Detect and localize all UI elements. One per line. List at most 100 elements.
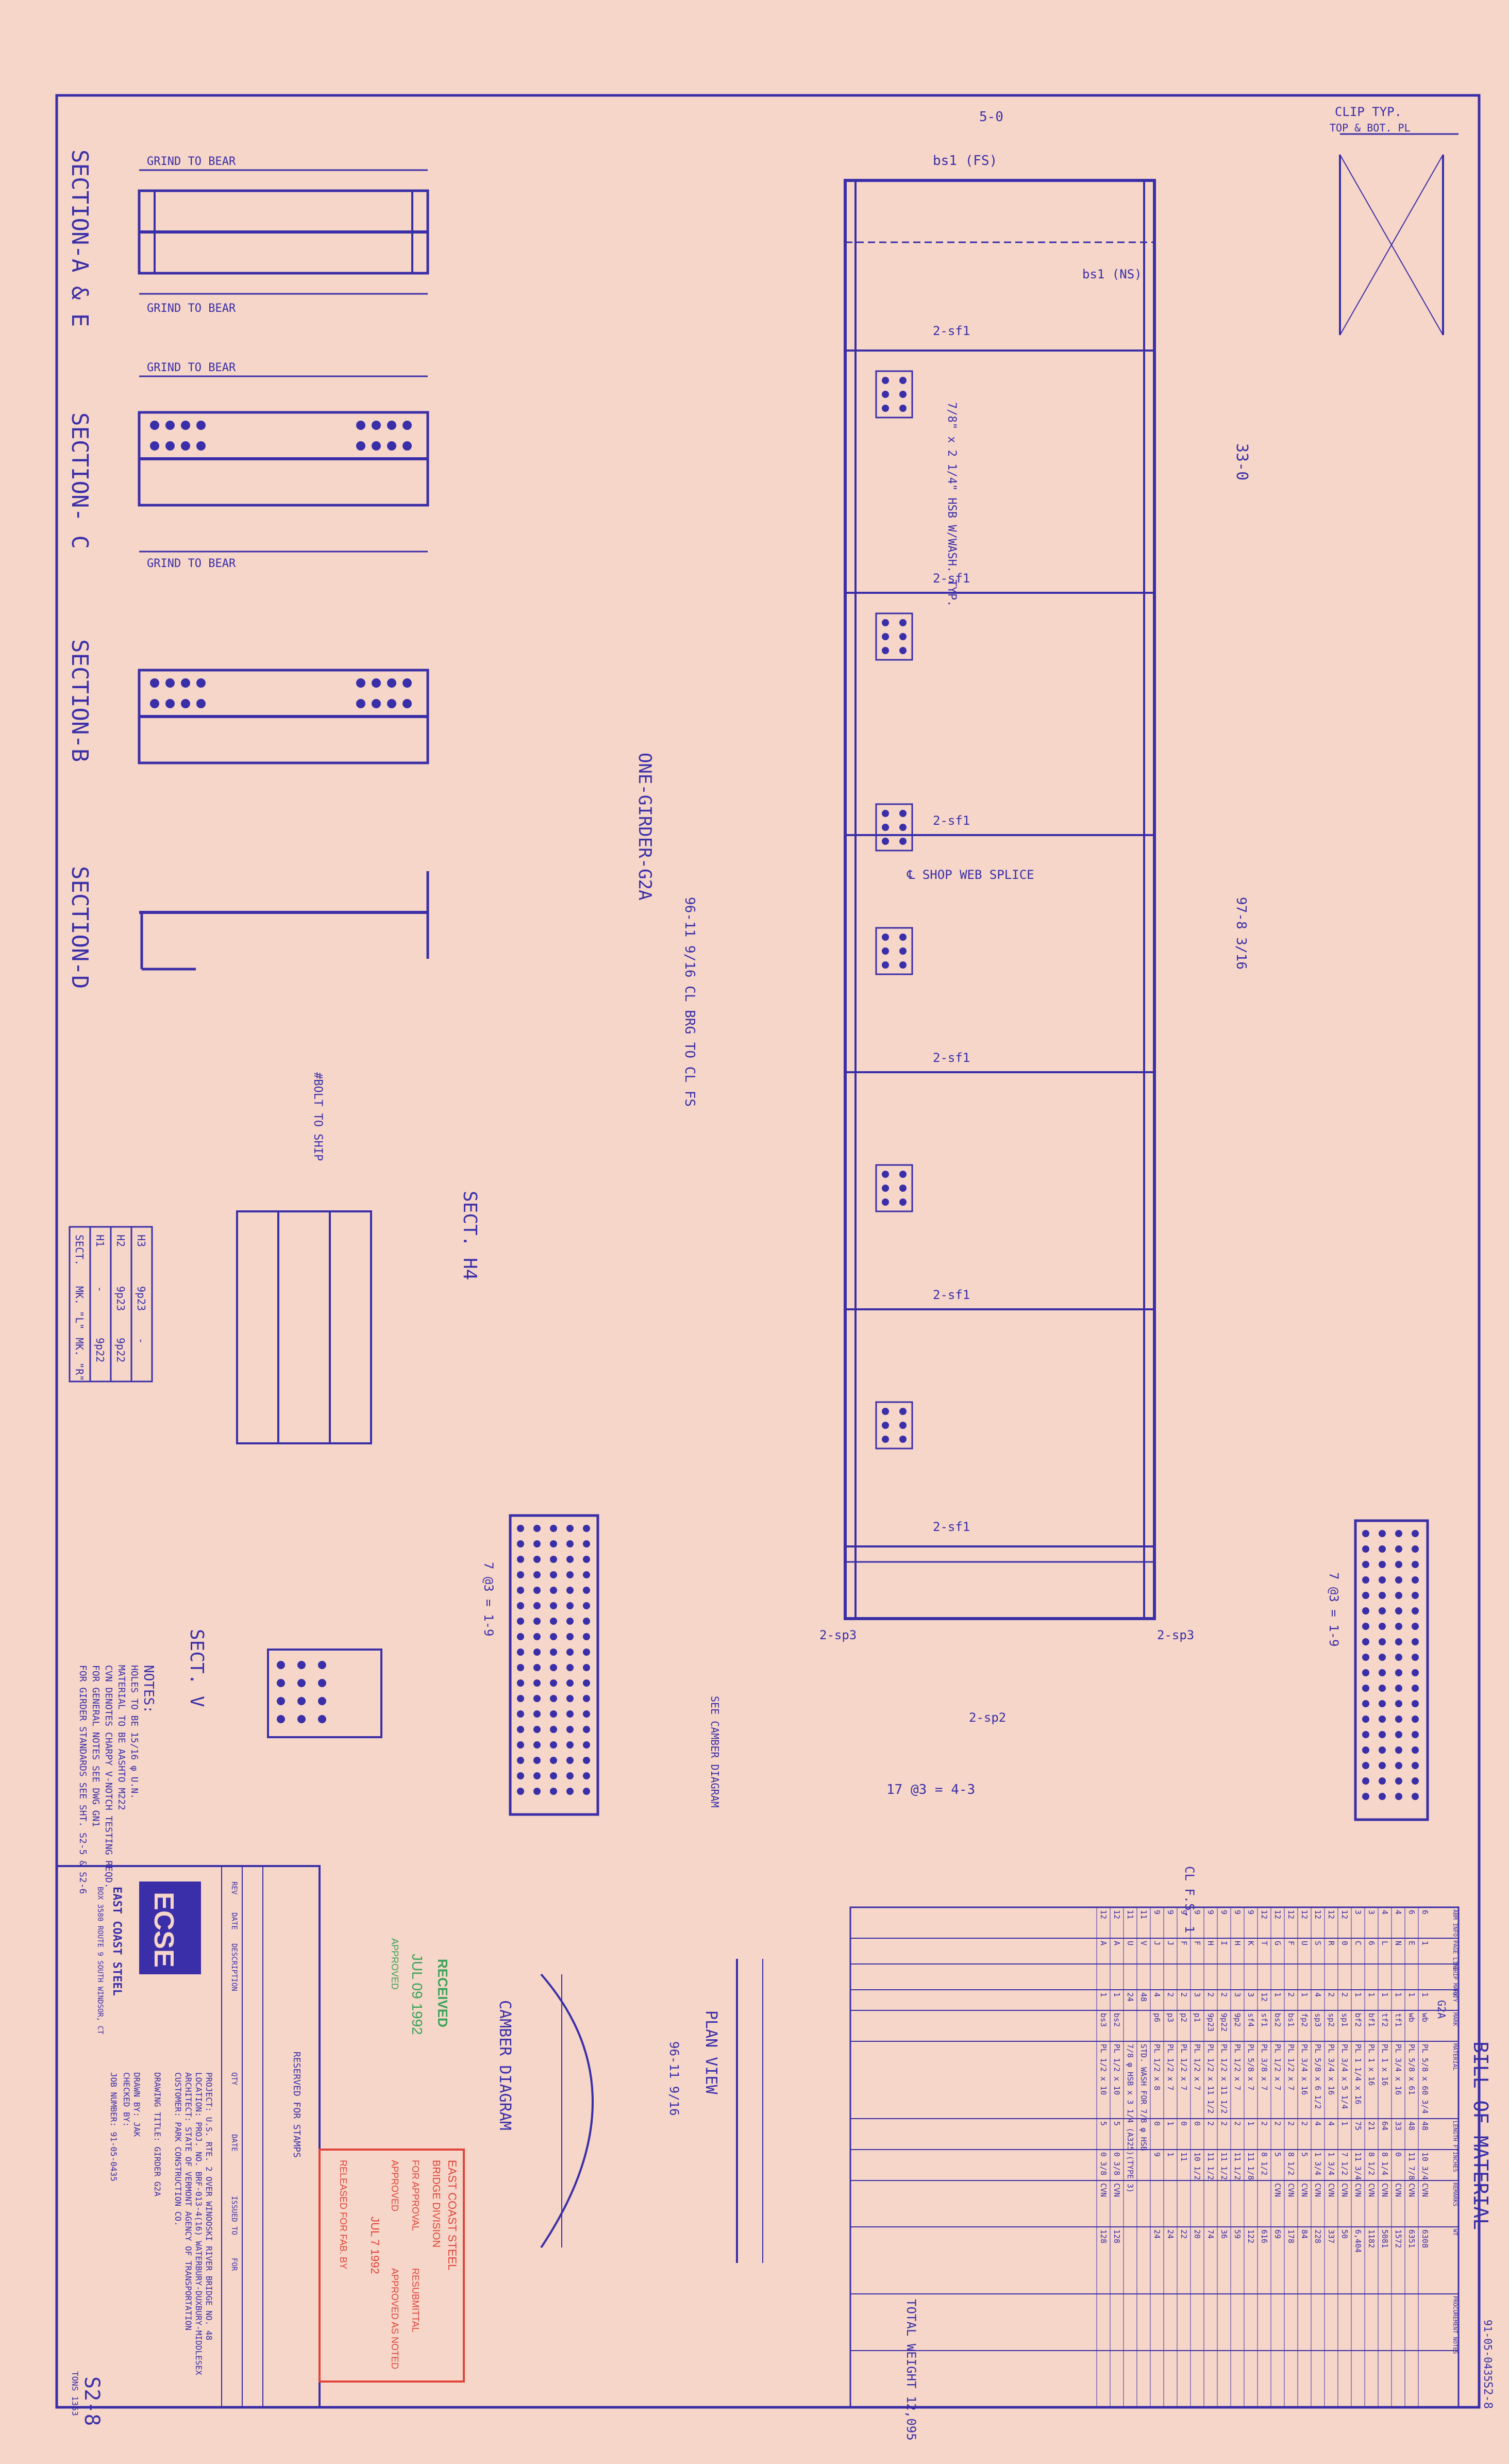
bolt-hole [1395, 1530, 1402, 1537]
title-block-customer: CUSTOMER: PARK CONSTRUCTION CO. [173, 2072, 183, 2226]
bolt-hole [899, 1198, 907, 1206]
bom-cell: A [1099, 1941, 1108, 1945]
bolt-hole [1362, 1700, 1369, 1707]
bolt-hole [583, 1772, 590, 1779]
splice-group [875, 803, 913, 852]
end-plate-detail-center: 7 @3 = 1-9 [481, 1514, 599, 1816]
bolt-hole [899, 391, 907, 398]
bolt-hole [297, 1661, 306, 1669]
bolt-hole [1395, 1638, 1402, 1645]
bom-group: G2A [1435, 2000, 1448, 2019]
bolt-hole [1395, 1545, 1402, 1553]
bolt-hole [550, 1525, 557, 1532]
bom-cell: 48 [1407, 2121, 1416, 2130]
splice-group [875, 612, 913, 661]
company-address: BOX 3580 ROUTE 9 SOUTH WINDSOR, CT [96, 1887, 104, 2035]
bom-cell: 4 [1380, 1910, 1389, 1914]
bom-cell: 12 [1273, 1910, 1282, 1919]
bolt-hole [550, 1540, 557, 1547]
svg-text:2-sf1: 2-sf1 [933, 1051, 970, 1065]
job-no: 91-05-0435 [1482, 2320, 1494, 2382]
bolt-hole [517, 1788, 524, 1795]
bolt-hole [165, 421, 175, 430]
section-table-cell: H1 [94, 1235, 106, 1247]
title-block: ECSE EAST COAST STEEL BOX 3580 ROUTE 9 S… [56, 1865, 321, 2426]
bolt-hole [550, 1633, 557, 1640]
bom-cell: 3 [1367, 1910, 1376, 1914]
bolt-hole [1395, 1731, 1402, 1738]
bolt-hole [1362, 1607, 1369, 1614]
bom-cell: PL 1/2 x 7 [1193, 2044, 1202, 2090]
bolt-hole [1412, 1669, 1419, 1676]
section-table-cell: 9p22 [114, 1338, 127, 1362]
bolt-hole [882, 1198, 889, 1206]
bolt-hole [517, 1710, 524, 1718]
bom-cell: 0 [1179, 2121, 1188, 2126]
camber-span: 96-11 9/16 [667, 2041, 681, 2116]
bom-cell: bs2 [1273, 2013, 1282, 2027]
section-table-cell: MK. "L" [73, 1286, 86, 1329]
end-dim: 5-0 [979, 109, 1003, 125]
bolt-hole [403, 421, 412, 430]
bom-cell: 2 [1166, 1992, 1175, 1997]
section-table-row [130, 1226, 153, 1383]
bolt-hole [899, 1185, 907, 1192]
bolt-hole [517, 1726, 524, 1733]
bom-cell: 9 [1233, 1910, 1242, 1914]
bom-cell: CVN [1112, 2183, 1121, 2197]
bom-cell: PL 1 x 16 [1380, 2044, 1389, 2086]
bolt-hole [533, 1788, 541, 1795]
review-title: EAST COAST STEEL [446, 2160, 459, 2270]
bom-cell: 6351 [1407, 2229, 1416, 2248]
bolt-hole [899, 377, 907, 384]
bolt-hole [1362, 1793, 1369, 1800]
bolt-hole [196, 441, 206, 451]
bom-cell: 33 [1394, 2121, 1403, 2130]
bom-cell: N [1394, 1941, 1403, 1945]
bom-cell: 9 [1166, 1910, 1175, 1914]
bom-cell: 24 [1152, 2229, 1162, 2239]
bom-cell: 3 [1193, 1992, 1202, 1997]
bom-cell: 9 [1152, 1910, 1162, 1914]
bolt-hole [882, 947, 889, 955]
bom-cell: 0 3/8 [1112, 2152, 1121, 2175]
received-title: RECEIVED [435, 1959, 450, 2027]
section-table-cell: MK. "R" [73, 1338, 86, 1381]
bolt-hole [1395, 1777, 1402, 1785]
bolt-hole [882, 1436, 889, 1443]
bom-cell: PL 5/8 x 6 1/2 [1313, 2044, 1322, 2109]
bolt-hole [1362, 1561, 1369, 1568]
bom-header: ABM INFO [1452, 1909, 1458, 1937]
bolt-hole [882, 633, 889, 640]
bolt-hole [1395, 1669, 1402, 1676]
bolt-hole [318, 1715, 326, 1723]
bom-cell: 4 [1313, 1992, 1322, 1997]
note-line: HOLES TO BE 15/16 φ U.N. [129, 1665, 140, 1799]
bolt-hole [533, 1757, 541, 1764]
bom-cell: 6308 [1420, 2229, 1430, 2248]
bolt-hole [181, 441, 190, 451]
bolt-hole [566, 1710, 574, 1718]
bolt-hole [356, 699, 365, 708]
bom-cell: 3 [1246, 1992, 1255, 1997]
bolt-hole [1412, 1746, 1419, 1754]
bolt-hole [566, 1664, 574, 1671]
bolt-hole [550, 1726, 557, 1733]
sp3-label-left: 2-sp3 [819, 1628, 857, 1642]
bolt-hole [533, 1556, 541, 1563]
bolt-hole [165, 699, 175, 708]
bolt-hole [583, 1679, 590, 1687]
bolt-hole [181, 678, 190, 688]
bolt-hole [517, 1633, 524, 1640]
bom-cell: 12 [1313, 1910, 1322, 1919]
bolt-hole [1379, 1592, 1386, 1599]
grind-label-4: GRIND TO BEAR [147, 557, 236, 570]
bolt-hole [277, 1697, 285, 1705]
bom-cell: 0 [1152, 2121, 1162, 2126]
bolt-hole [583, 1710, 590, 1718]
bolt-hole [150, 421, 159, 430]
bom-cell: 12 [1112, 1910, 1121, 1919]
splice-group [875, 927, 913, 975]
bolt-hole [165, 678, 175, 688]
bom-cell: E [1407, 1941, 1416, 1945]
